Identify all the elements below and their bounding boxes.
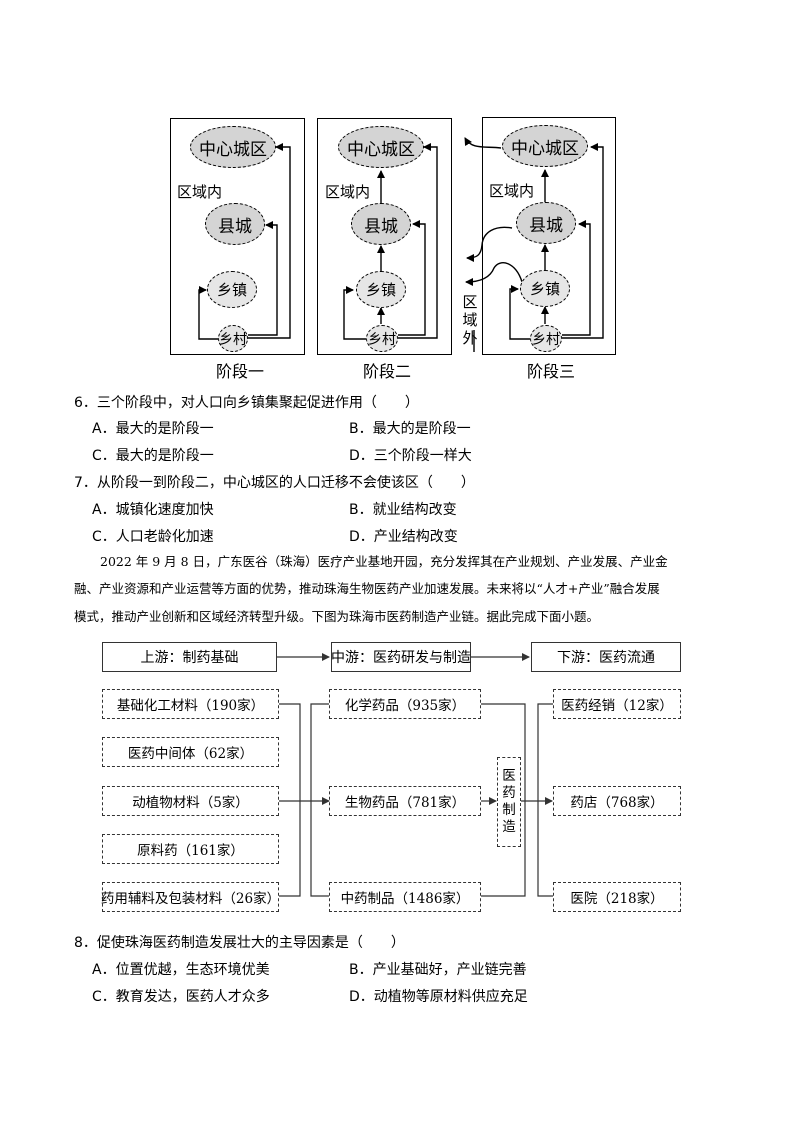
- industry-chain-connectors: [277, 653, 553, 897]
- within-region-label: 区域内: [177, 183, 223, 201]
- question-6-option-b[interactable]: B．最大的是阶段一: [349, 421, 471, 437]
- outside-region-char: 域: [462, 311, 478, 329]
- question-6-option-d[interactable]: D．三个阶段一样大: [349, 448, 472, 464]
- county-node: 县城: [351, 203, 411, 245]
- upstream-item: 医药中间体（62家）: [102, 737, 279, 767]
- manufacturing-char: 制: [502, 802, 516, 818]
- stage-one-box: [170, 118, 305, 355]
- question-7-option-a[interactable]: A．城镇化速度加快: [92, 502, 214, 518]
- question-8-stem: 8．促使珠海医药制造发展壮大的主导因素是（ ）: [74, 935, 405, 951]
- stage-two-caption: 阶段二: [362, 362, 411, 381]
- downstream-item: 药店（768家）: [553, 786, 681, 816]
- stage-two-box: [317, 118, 452, 355]
- question-7-option-d[interactable]: D．产业结构改变: [349, 529, 458, 545]
- midstream-item: 中药制品（1486家）: [329, 882, 481, 912]
- center-city-node: 中心城区: [190, 126, 276, 168]
- pharma-manufacturing-box: 医 药 制 造: [497, 757, 521, 847]
- upstream-item: 原料药（161家）: [102, 834, 279, 864]
- stage-three-box: [482, 117, 616, 355]
- county-node: 县城: [516, 202, 576, 244]
- stage-one-caption: 阶段一: [215, 362, 264, 381]
- village-node: 乡村: [530, 325, 562, 352]
- center-city-node: 中心城区: [338, 126, 424, 168]
- midstream-item: 生物药品（781家）: [329, 786, 481, 816]
- midstream-item: 化学药品（935家）: [329, 689, 481, 719]
- question-7-option-c[interactable]: C．人口老龄化加速: [92, 529, 214, 545]
- passage-line: 2022 年 9 月 8 日，广东医谷（珠海）医疗产业基地开园，充分发挥其在产业…: [100, 554, 668, 569]
- town-node: 乡镇: [520, 270, 570, 307]
- question-7-option-b[interactable]: B．就业结构改变: [349, 502, 457, 518]
- question-8-option-c[interactable]: C．教育发达，医药人才众多: [92, 989, 270, 1005]
- upstream-header: 上游：制药基础: [102, 642, 277, 672]
- upstream-item: 基础化工材料（190家）: [102, 689, 279, 719]
- center-city-node: 中心城区: [502, 125, 588, 167]
- question-7-stem: 7．从阶段一到阶段二，中心城区的人口迁移不会使该区（ ）: [74, 475, 475, 491]
- question-6-stem: 6．三个阶段中，对人口向乡镇集聚起促进作用（ ）: [74, 395, 419, 411]
- manufacturing-char: 药: [502, 785, 516, 801]
- downstream-item: 医院（218家）: [553, 882, 681, 912]
- stage-three-caption: 阶段三: [526, 362, 575, 381]
- town-node: 乡镇: [356, 271, 406, 308]
- manufacturing-char: 医: [502, 768, 516, 784]
- village-node: 乡村: [366, 325, 398, 352]
- outside-region-char: 外: [462, 329, 478, 347]
- manufacturing-char: 造: [502, 819, 516, 835]
- population-flow-arrows: [198, 137, 604, 352]
- within-region-label: 区域内: [489, 182, 535, 200]
- outside-region-char: 区: [462, 293, 478, 311]
- town-node: 乡镇: [207, 271, 257, 308]
- county-node: 县城: [205, 203, 265, 245]
- within-region-label: 区域内: [325, 183, 371, 201]
- passage-line: 模式，推动产业创新和区域经济转型升级。下图为珠海市医药制造产业链。据此完成下面小…: [74, 609, 600, 624]
- passage-line: 融、产业资源和产业运营等方面的优势，推动珠海生物医药产业加速发展。未来将以“人才…: [74, 581, 660, 596]
- upstream-item: 动植物材料（5家）: [102, 786, 279, 816]
- question-6-option-a[interactable]: A．最大的是阶段一: [92, 421, 214, 437]
- question-6-option-c[interactable]: C．最大的是阶段一: [92, 448, 214, 464]
- outside-region-label: 区 域 外: [460, 293, 480, 347]
- midstream-header: 中游：医药研发与制造: [331, 642, 471, 672]
- upstream-item: 药用辅料及包装材料（26家）: [101, 882, 280, 912]
- question-8-option-a[interactable]: A．位置优越，生态环境优美: [92, 962, 270, 978]
- village-node: 乡村: [218, 325, 248, 352]
- downstream-item: 医药经销（12家）: [553, 689, 681, 719]
- question-8-option-d[interactable]: D．动植物等原材料供应充足: [349, 989, 528, 1005]
- question-8-option-b[interactable]: B．产业基础好，产业链完善: [349, 962, 527, 978]
- downstream-header: 下游：医药流通: [531, 642, 681, 672]
